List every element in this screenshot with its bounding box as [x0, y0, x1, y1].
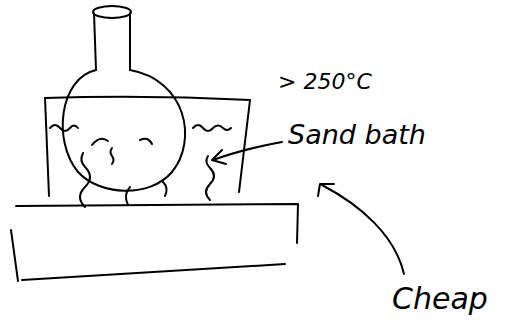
hotplate-top [16, 204, 298, 243]
heat-line [206, 156, 214, 200]
arrow-head [212, 150, 226, 164]
boiling-mark [92, 139, 108, 145]
leader-line [322, 185, 404, 274]
annotation-label: Sand bath [288, 120, 426, 150]
hotplate-body [11, 230, 285, 281]
sand-level [193, 125, 231, 131]
round-bottom-flask [63, 6, 185, 191]
annotation-label: Cheap [392, 282, 488, 315]
heat-lines [80, 153, 214, 207]
bath-wall [239, 100, 250, 192]
sand-level [50, 125, 78, 131]
boiling-mark [140, 139, 152, 144]
bath-wall [45, 98, 49, 196]
heat-line [126, 187, 130, 205]
flask-lip [93, 6, 131, 18]
hotplate [11, 204, 298, 281]
leader-line [213, 142, 282, 160]
flask-bulb [63, 70, 185, 191]
sand-bath-vessel [45, 97, 250, 196]
leader-arrows [212, 142, 404, 274]
heat-line [163, 182, 167, 196]
heat-line [80, 153, 90, 207]
flask-neck [94, 13, 130, 70]
annotation-label: > 250°C [278, 70, 372, 94]
bath-rim [45, 97, 250, 100]
boiling-mark [111, 148, 114, 164]
arrow-head [318, 184, 334, 196]
